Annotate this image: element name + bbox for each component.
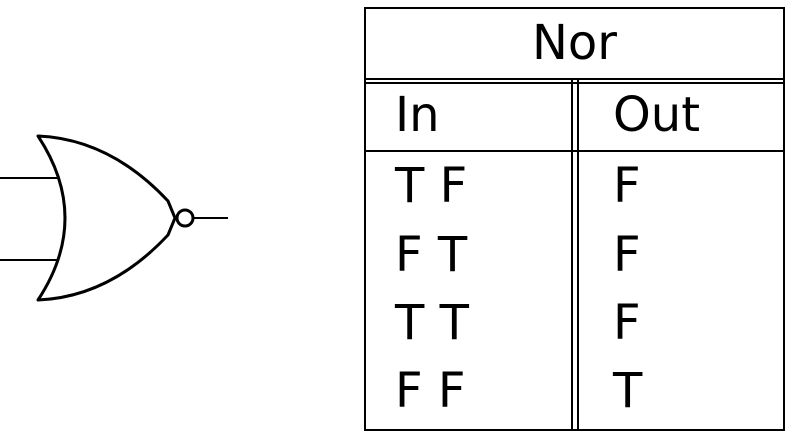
header-divider: [364, 150, 785, 152]
row-2-out: F: [613, 227, 641, 283]
header-out: Out: [613, 87, 701, 143]
header-in: In: [395, 87, 440, 143]
title-divider: [364, 78, 785, 80]
row-4-out: T: [613, 363, 643, 419]
table-title: Nor: [531, 15, 617, 71]
row-3-out: F: [613, 295, 641, 351]
inversion-bubble: [175, 208, 195, 228]
table-border-left: [364, 7, 366, 431]
table-border-bottom: [364, 429, 785, 431]
row-4-in: F F: [395, 363, 466, 419]
row-3-in: T T: [395, 295, 469, 351]
column-divider-right: [577, 80, 579, 431]
table-border-top: [364, 7, 785, 9]
title-divider-inner: [364, 82, 785, 84]
truth-table: Nor In Out T F F F T F T T F F F T: [364, 7, 785, 431]
column-divider-left: [571, 80, 573, 431]
row-2-in: F T: [395, 227, 468, 283]
nor-gate-symbol: [0, 134, 228, 302]
nor-gate-body: [36, 134, 177, 302]
row-1-out: F: [613, 158, 641, 214]
table-border-right: [783, 7, 785, 431]
row-1-in: T F: [395, 158, 468, 214]
